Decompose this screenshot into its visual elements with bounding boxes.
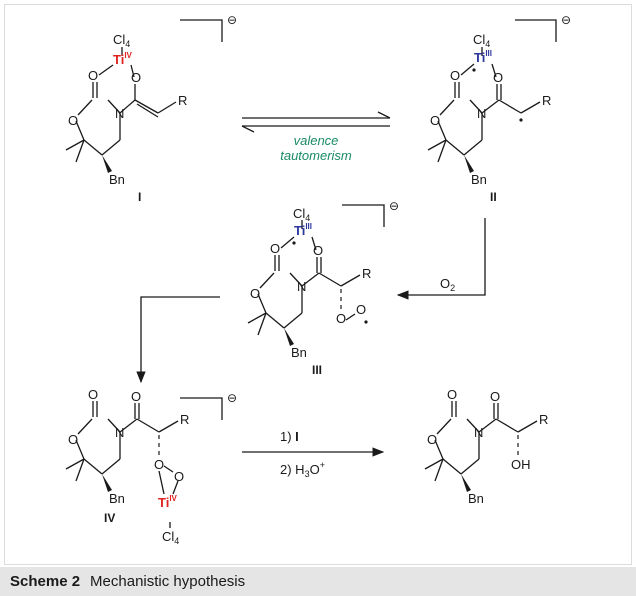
scheme-drawing: Cl4 TiIV O O N O R Bn ⊖ I valence tautom… xyxy=(65,13,571,546)
oxygen-atom: O xyxy=(427,432,437,447)
product-labels: O O N O R OH Bn xyxy=(427,387,548,506)
compound-ii xyxy=(427,19,557,173)
ti-iii-label: TiIII xyxy=(474,49,492,65)
compound-label-iv: IV xyxy=(104,511,115,525)
cl4-label: Cl4 xyxy=(162,529,179,546)
oxygen-atom: O xyxy=(450,68,460,83)
oxygen-atom: O xyxy=(131,389,141,404)
oxygen-atom: O xyxy=(336,311,346,326)
reagent-step-2: 2) H3O+ xyxy=(280,460,325,479)
cl4-label: Cl4 xyxy=(113,32,130,49)
cl4-label: Cl4 xyxy=(473,32,490,49)
charge-symbol: ⊖ xyxy=(389,199,399,213)
benzyl-group: Bn xyxy=(471,172,487,187)
compound-iv xyxy=(65,397,223,528)
radical-dot xyxy=(292,241,296,245)
oxygen-atom: O xyxy=(154,457,164,472)
product xyxy=(424,401,538,492)
r-group: R xyxy=(542,93,551,108)
compound-iii xyxy=(247,204,385,346)
iii-to-iv-arrow xyxy=(136,296,220,384)
reagent-step-1: 1) I xyxy=(280,429,299,444)
compound-label-i: I xyxy=(138,190,141,204)
benzyl-group: Bn xyxy=(468,491,484,506)
equilibrium-arrows xyxy=(241,111,391,133)
ti-iii-label: TiIII xyxy=(294,222,312,238)
benzyl-group: Bn xyxy=(291,345,307,360)
radical-dot xyxy=(519,118,523,122)
oxygen-atom: O xyxy=(68,432,78,447)
oxygen-atom: O xyxy=(131,70,141,85)
compound-i xyxy=(65,19,223,173)
caption-text: Mechanistic hypothesis xyxy=(90,573,246,590)
equilibrium-annotation-line2: tautomerism xyxy=(280,148,352,163)
ti-iv-label: TiIV xyxy=(113,51,133,67)
benzyl-group: Bn xyxy=(109,491,125,506)
nitrogen-atom: N xyxy=(115,106,124,121)
oxygen-atom: O xyxy=(250,286,260,301)
oxygen-atom: O xyxy=(88,68,98,83)
oxygen-atom: O xyxy=(174,469,184,484)
o2-reagent-label: O2 xyxy=(440,276,455,293)
benzyl-group: Bn xyxy=(109,172,125,187)
r-group: R xyxy=(362,266,371,281)
compound-label-ii: II xyxy=(490,190,497,204)
caption-label: Scheme 2 xyxy=(10,573,81,590)
compound-iv-labels: O O N O R O O Bn TiIV Cl4 ⊖ IV xyxy=(68,387,237,546)
compound-i-labels: Cl4 TiIV O O N O R Bn ⊖ I xyxy=(68,13,237,204)
figure-caption: Scheme 2 Mechanistic hypothesis xyxy=(0,567,636,596)
charge-symbol: ⊖ xyxy=(227,13,237,27)
equilibrium-annotation-line1: valence xyxy=(294,133,339,148)
ti-iv-label: TiIV xyxy=(158,494,178,510)
hydroxyl-group: OH xyxy=(511,457,531,472)
oxygen-atom: O xyxy=(313,243,323,258)
charge-symbol: ⊖ xyxy=(227,391,237,405)
radical-dot xyxy=(472,68,476,72)
r-group: R xyxy=(178,93,187,108)
compound-iii-labels: Cl4 TiIII O O N O R O O Bn ⊖ III xyxy=(250,199,399,377)
r-group: R xyxy=(180,412,189,427)
r-group: R xyxy=(539,412,548,427)
charge-symbol: ⊖ xyxy=(561,13,571,27)
oxygen-atom: O xyxy=(68,113,78,128)
nitrogen-atom: N xyxy=(297,279,306,294)
oxygen-atom: O xyxy=(430,113,440,128)
oxygen-atom: O xyxy=(356,302,366,317)
compound-label-iii: III xyxy=(312,363,322,377)
scheme-frame xyxy=(4,4,632,565)
compound-ii-labels: Cl4 TiIII O O N O R Bn ⊖ II xyxy=(430,13,571,204)
oxygen-atom: O xyxy=(490,389,500,404)
nitrogen-atom: N xyxy=(474,425,483,440)
oxygen-atom: O xyxy=(270,241,280,256)
nitrogen-atom: N xyxy=(115,425,124,440)
cl4-label: Cl4 xyxy=(293,206,310,223)
o2-arrow xyxy=(396,218,486,300)
oxygen-atom: O xyxy=(447,387,457,402)
nitrogen-atom: N xyxy=(477,106,486,121)
radical-dot xyxy=(364,320,368,324)
oxygen-atom: O xyxy=(493,70,503,85)
oxygen-atom: O xyxy=(88,387,98,402)
